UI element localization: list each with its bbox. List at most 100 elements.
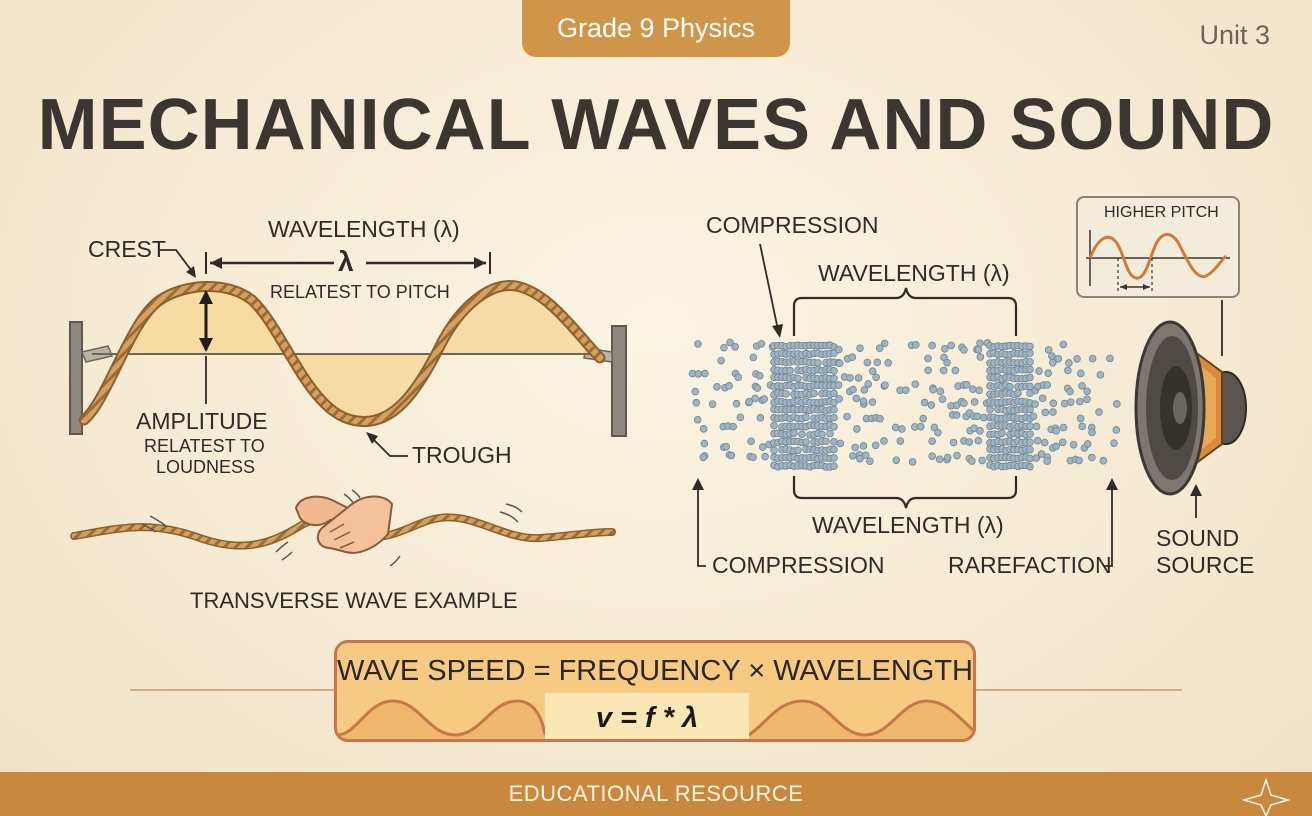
air-particle (830, 438, 838, 446)
air-particle (722, 442, 731, 451)
air-particle (873, 358, 882, 367)
wavelength-label: WAVELENGTH (λ) (268, 216, 460, 242)
particle-field (688, 338, 1121, 471)
air-particle (949, 438, 958, 447)
air-particle (1044, 346, 1053, 354)
air-particle (952, 411, 961, 419)
air-particle (749, 453, 757, 462)
wave-fill (92, 284, 588, 420)
air-particle (1112, 426, 1121, 434)
crest-label: CREST (88, 236, 166, 262)
higher-pitch-box (1076, 196, 1240, 298)
transverse-example-label: TRANSVERSE WAVE EXAMPLE (190, 588, 518, 613)
formula-wave-decoration (337, 699, 973, 739)
air-particle (871, 441, 880, 450)
air-particle (1006, 382, 1014, 391)
formula-box: WAVE SPEED = FREQUENCY × WAVELENGTH v = … (334, 640, 976, 742)
air-particle (794, 374, 802, 383)
air-particle (846, 374, 854, 382)
air-particle (928, 341, 936, 350)
air-particle (968, 457, 976, 465)
air-particle (692, 398, 701, 407)
air-particle (818, 430, 826, 439)
air-particle (962, 380, 971, 389)
transverse-wave-diagram (69, 249, 627, 457)
air-particle (782, 390, 790, 398)
air-particle (978, 456, 986, 465)
air-particle (1078, 422, 1086, 431)
air-particle (770, 421, 778, 430)
lambda-symbol: λ (338, 246, 354, 277)
air-particle (1058, 438, 1067, 447)
air-particle (836, 439, 845, 448)
air-particle (830, 389, 838, 398)
air-particle (802, 413, 810, 421)
air-particle (863, 358, 872, 367)
compression-bottom-arrowhead (692, 478, 704, 490)
air-particle (1078, 382, 1086, 390)
compass-logo-overlay (1241, 777, 1291, 816)
air-particle (1110, 439, 1118, 447)
air-particle (810, 389, 818, 398)
air-particle (1077, 369, 1085, 378)
air-particle (1083, 395, 1091, 404)
air-particle (986, 405, 994, 414)
air-particle (917, 422, 925, 431)
air-particle (1040, 438, 1049, 447)
air-particle (830, 405, 838, 414)
wavelength-bottom-label: WAVELENGTH (λ) (812, 512, 1004, 538)
air-particle (892, 456, 901, 464)
air-particle (717, 356, 725, 365)
speaker-icon (1134, 320, 1247, 496)
air-particle (998, 429, 1006, 437)
pitch-note: RELATEST TO PITCH (270, 282, 450, 302)
air-particle (1032, 454, 1041, 462)
air-particle (761, 452, 769, 461)
air-particle (1043, 457, 1051, 465)
air-particle (830, 413, 838, 422)
air-particle (943, 453, 952, 462)
air-particle (974, 436, 983, 445)
rope-example (70, 489, 616, 567)
air-particle (749, 353, 758, 362)
air-particle (868, 398, 877, 406)
grade-badge: Grade 9 Physics (522, 0, 790, 57)
air-particle (731, 343, 739, 351)
air-particle (1052, 427, 1060, 435)
air-particle (934, 428, 942, 437)
air-particle (835, 395, 843, 403)
motion-strokes-left (141, 515, 293, 561)
air-particle (939, 366, 948, 375)
air-particle (1026, 445, 1034, 454)
air-particle (960, 399, 968, 408)
air-particle (979, 413, 988, 422)
air-particle (960, 346, 968, 354)
air-particle (856, 344, 864, 352)
air-particle (976, 353, 985, 361)
air-particle (830, 454, 838, 462)
air-particle (830, 374, 838, 383)
air-particle (1073, 354, 1081, 363)
air-particle (875, 344, 884, 353)
air-particle (1076, 414, 1085, 423)
loudness-note-line2: LOUDNESS (156, 457, 256, 477)
air-particle (701, 369, 709, 378)
air-particle (912, 341, 920, 349)
air-particle (1029, 412, 1038, 421)
air-particle (974, 345, 983, 354)
air-particle (758, 443, 767, 451)
air-particle (826, 429, 834, 438)
air-particle (1049, 399, 1058, 408)
air-particle (896, 437, 905, 445)
air-particle (720, 343, 728, 352)
air-particle (1088, 428, 1096, 437)
air-particle (965, 438, 974, 446)
air-particle (936, 387, 945, 396)
air-particle (760, 395, 769, 403)
air-particle (872, 373, 880, 382)
sound-source-line2: SOURCE (1156, 552, 1255, 578)
air-particle (1059, 340, 1068, 349)
air-particle (935, 455, 944, 464)
air-particle (1106, 354, 1114, 363)
air-particle (891, 423, 900, 432)
